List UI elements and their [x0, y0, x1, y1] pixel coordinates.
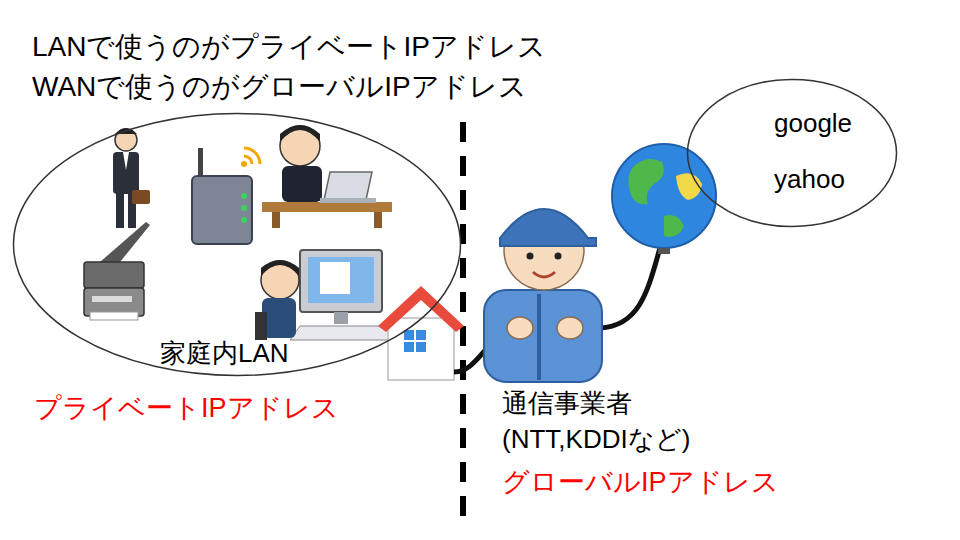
provider-examples: (NTT,KDDIなど)	[502, 424, 690, 455]
printer-icon	[84, 222, 150, 320]
internet-ellipse: google yahoo	[686, 78, 898, 228]
title-line: LANで使うのがプライベートIPアドレス	[32, 30, 546, 64]
site-name: google	[774, 108, 852, 139]
site-name: yahoo	[774, 164, 845, 195]
globe-icon	[612, 144, 716, 254]
ellipse-outline	[686, 78, 898, 228]
businessman-icon	[113, 128, 150, 228]
title-line: WANで使うのがグローバルIPアドレス	[32, 70, 527, 104]
provider-name: 通信事業者	[502, 388, 632, 419]
lan-ellipse: 家庭内LAN	[12, 112, 462, 377]
pc-user-icon	[255, 250, 396, 340]
worker-icon	[484, 209, 602, 382]
router-icon	[192, 148, 260, 244]
ellipse-outline	[12, 112, 462, 377]
node-label: 家庭内LAN	[160, 338, 289, 369]
house-icon	[378, 286, 464, 380]
address-type: グローバルIPアドレス	[502, 466, 779, 498]
address-type: プライベートIPアドレス	[34, 392, 339, 424]
